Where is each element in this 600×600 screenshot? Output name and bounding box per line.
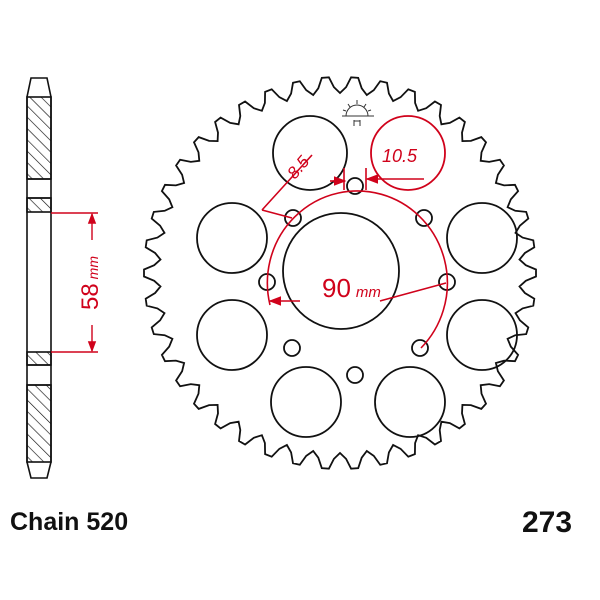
bolt-hole <box>346 366 364 384</box>
hub-thickness-dimension <box>51 212 98 353</box>
lightening-hole <box>270 366 342 438</box>
lightening-hole-highlighted <box>370 115 446 191</box>
lightening-hole <box>196 202 268 274</box>
lightening-hole <box>272 115 348 191</box>
bolt-hole <box>283 339 301 357</box>
side-profile <box>26 77 52 479</box>
bolt-hole <box>415 209 433 227</box>
sun-logo-icon <box>342 100 374 126</box>
bolt-hole <box>346 177 364 195</box>
lightening-hole <box>374 366 446 438</box>
lightening-hole <box>446 299 518 371</box>
lightening-hole <box>446 202 518 274</box>
chain-size-label: Chain 520 <box>10 508 129 536</box>
hub-thickness-label: 58mm <box>77 256 104 310</box>
lightening-hole <box>196 299 268 371</box>
lightening-holes <box>196 115 518 438</box>
bolt-circle-dimension <box>261 154 449 349</box>
part-number-label: 273 <box>522 506 573 539</box>
center-hole <box>282 212 400 330</box>
center-distance-label: 10.5 <box>382 146 418 166</box>
